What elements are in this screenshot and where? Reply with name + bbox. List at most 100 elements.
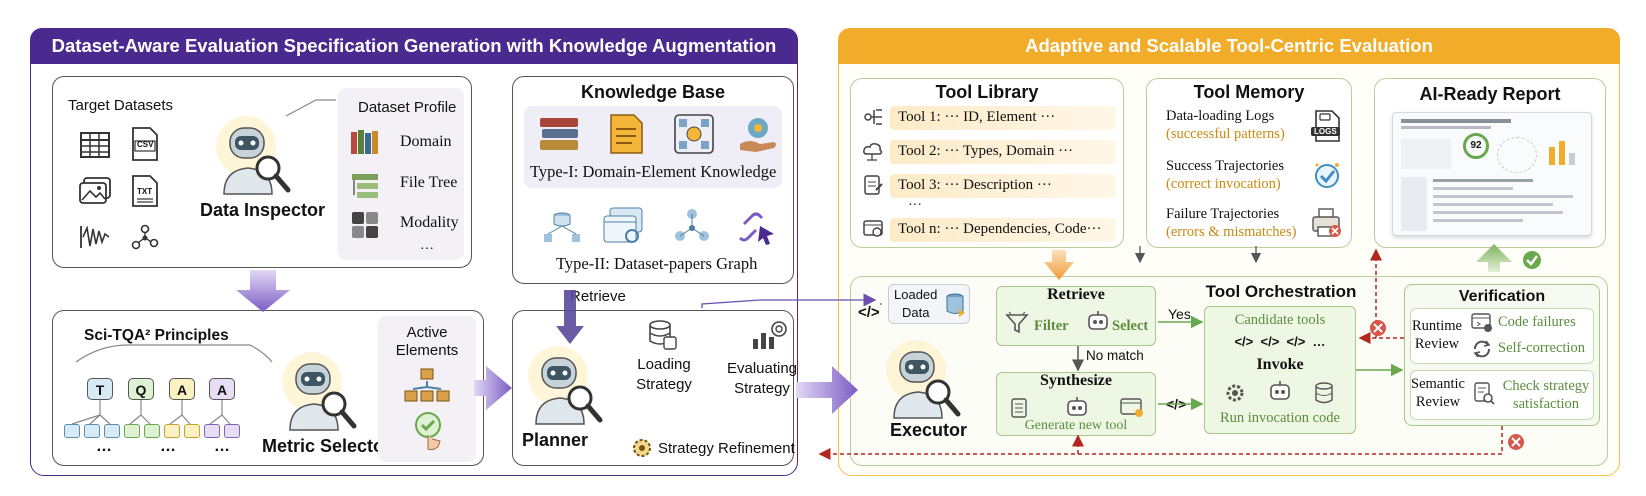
report-score-circle: 92 — [1463, 133, 1489, 159]
books-icon — [350, 128, 380, 156]
principle-leaf — [104, 424, 120, 438]
filter-label: Filter — [1034, 318, 1069, 334]
browser-windows-icon — [600, 204, 648, 248]
check-strategy-icon — [1472, 380, 1496, 406]
tool2-icon — [860, 138, 886, 164]
retrieve-box-title: Retrieve — [1047, 286, 1105, 303]
right-panel-title: Adaptive and Scalable Tool-Centric Evalu… — [838, 28, 1620, 64]
principle-leaf — [124, 424, 140, 438]
report-thumbnail: 92 — [1392, 112, 1592, 236]
ai-ready-report-title: AI-Ready Report — [1419, 84, 1561, 104]
retrieve-box — [996, 286, 1156, 346]
tool3-icon — [860, 172, 886, 198]
loaded-data-line1: Loaded — [894, 287, 938, 302]
self-correction-label: Self-correction — [1498, 340, 1585, 356]
txt-file-icon: TXT — [128, 174, 162, 208]
tool-n-label: Tool n: ··· Dependencies, Code··· — [898, 221, 1102, 237]
synthesize-box-title: Synthesize — [1040, 372, 1112, 389]
code-failure-icon — [1470, 312, 1494, 334]
candidate-tools-glyphs: </> </> </> … — [1234, 334, 1326, 349]
synthesize-robot-icon — [1064, 394, 1090, 420]
knowledge-grid-icon — [672, 112, 716, 156]
semantic-review-line1: Semantic — [1411, 376, 1465, 392]
tool-ellipsis: ··· — [908, 198, 922, 213]
table-icon — [78, 130, 112, 160]
principle-leaf — [184, 424, 200, 438]
tool-row — [890, 140, 1116, 164]
failure-printer-icon — [1310, 206, 1344, 240]
select-robot-icon — [1084, 308, 1112, 336]
tool1-icon — [860, 104, 886, 130]
principle-leaf — [64, 424, 80, 438]
yes-label: Yes — [1168, 306, 1191, 322]
strategy-refinement-label: Strategy Refinement — [658, 440, 795, 457]
type2-label: Type-II: Dataset-papers Graph — [556, 254, 758, 273]
image-icon — [78, 176, 112, 206]
executor-code-glyph: </> — [858, 304, 880, 321]
tool-orchestration-title: Tool Orchestration — [1205, 282, 1357, 301]
planner-agent-icon — [522, 340, 606, 426]
tool-1-label: Tool 1: ··· ID, Element ··· — [898, 109, 1056, 125]
memory-failure-note: (errors & mismatches) — [1166, 224, 1297, 240]
candidate-tools-label: Candidate tools — [1234, 312, 1326, 328]
tool-row — [890, 106, 1116, 130]
profile-more: … — [420, 238, 434, 253]
principle-ellipsis: … — [96, 438, 112, 455]
synthesize-window-icon — [1118, 396, 1146, 420]
tool-3-label: Tool 3: ··· Description ··· — [898, 177, 1052, 193]
loading-strategy-icon — [644, 318, 680, 352]
logs-file-icon: LOGS — [1310, 108, 1344, 144]
type1-label: Type-I: Domain-Element Knowledge — [530, 162, 777, 181]
no-match-label: No match — [1086, 348, 1144, 363]
principle-node-a2: A — [209, 378, 235, 400]
memory-logs-note: (successful patterns) — [1166, 126, 1285, 142]
data-inspector-label: Data Inspector — [200, 200, 326, 220]
memory-success-label: Success Trajectories — [1166, 158, 1284, 174]
metric-selector-label: Metric Selector — [262, 436, 392, 456]
loaded-data-line2: Data — [902, 305, 930, 320]
active-label-line1: Active — [406, 324, 448, 341]
principles-title: Sci-TQA² Principles — [84, 327, 229, 344]
principle-leaf — [204, 424, 220, 438]
profile-item-domain: Domain — [400, 133, 452, 150]
loaded-database-icon — [944, 290, 968, 318]
hand-molecule-icon — [736, 112, 780, 156]
file-tree-icon — [350, 172, 380, 200]
loading-strategy-line2: Strategy — [636, 376, 692, 393]
invoke-database-icon — [1312, 380, 1336, 406]
tool-row — [890, 174, 1116, 198]
self-correction-icon — [1470, 338, 1494, 360]
metric-selector-agent-icon — [276, 346, 360, 432]
runtime-review-line1: Runtime — [1412, 318, 1462, 334]
tool-library-title: Tool Library — [935, 82, 1039, 102]
executor-label: Executor — [890, 420, 968, 440]
tool-memory-title: Tool Memory — [1193, 82, 1305, 102]
sorting-boxes-icon — [402, 366, 452, 406]
profile-item-modality: Modality — [400, 214, 459, 231]
synthesize-db-icon — [1008, 396, 1034, 420]
runtime-review-box — [1410, 308, 1594, 364]
active-label-line2: Elements — [395, 342, 459, 359]
evaluating-strategy-icon — [750, 318, 788, 352]
principle-node-t: T — [87, 378, 113, 400]
tooln-icon — [860, 216, 886, 242]
stacked-books-icon — [536, 112, 582, 156]
profile-item-file-tree: File Tree — [400, 174, 458, 191]
memory-failure-label: Failure Trajectories — [1166, 206, 1280, 222]
database-network-icon — [540, 204, 584, 248]
success-check-icon — [1310, 158, 1344, 192]
principle-node-a1: A — [169, 378, 195, 400]
invoke-robot-icon — [1266, 378, 1294, 406]
verification-title: Verification — [1458, 288, 1546, 305]
retrieve-label: Retrieve — [570, 288, 626, 305]
synth-to-invoke-glyph: </> — [1166, 396, 1187, 412]
tool-row — [890, 218, 1116, 242]
runtime-review-line2: Review — [1414, 336, 1460, 352]
semantic-review-line2: Review — [1415, 394, 1461, 410]
network-graph-icon — [670, 204, 714, 248]
document-icon — [604, 112, 648, 156]
memory-success-note: (correct invocation) — [1166, 176, 1281, 192]
principle-ellipsis: … — [160, 438, 176, 455]
click-check-icon — [406, 410, 450, 454]
refinement-gear-icon — [628, 434, 656, 462]
